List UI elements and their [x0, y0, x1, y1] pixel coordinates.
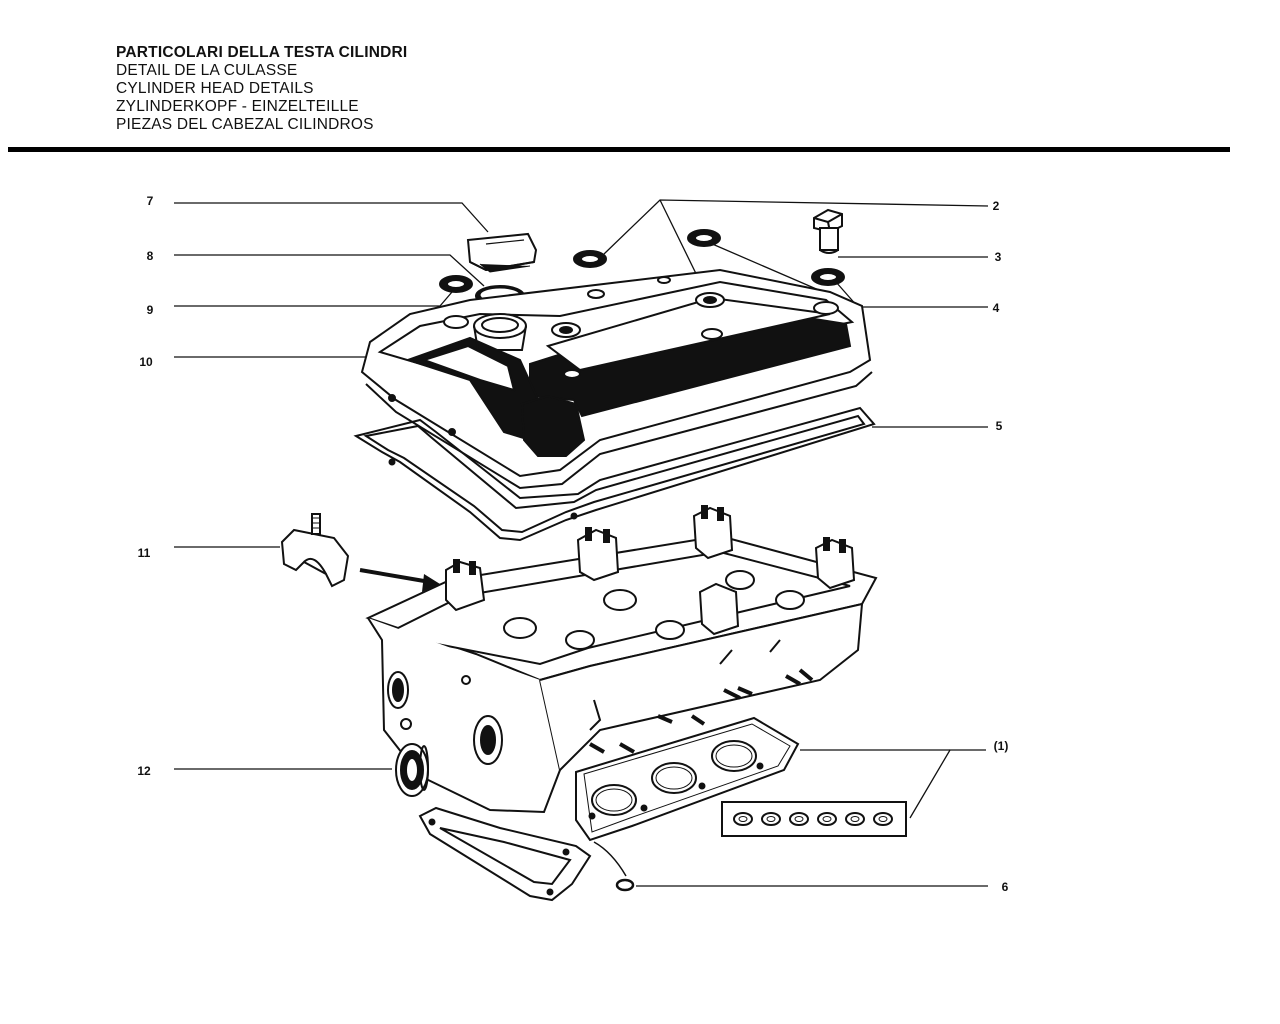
- callout-12: 12: [137, 764, 151, 778]
- callout-5: 5: [996, 419, 1003, 433]
- title-german: ZYLINDERKOPF - EINZELTEILLE: [116, 98, 359, 115]
- cap-nut: [813, 208, 843, 254]
- callout-6: 6: [1002, 880, 1009, 894]
- callout-7: 7: [147, 194, 154, 208]
- callout-4: 4: [993, 301, 1000, 315]
- callout-9: 9: [147, 303, 154, 317]
- leader-1: [909, 749, 986, 819]
- washer-4b: [811, 268, 845, 286]
- title-block: PARTICOLARI DELLA TESTA CILINDRI DETAIL …: [116, 44, 407, 134]
- camshaft-cover: [360, 268, 873, 490]
- timing-cover-gasket: [418, 806, 592, 902]
- seal-kit-box: [721, 801, 907, 837]
- callout-8: 8: [147, 249, 154, 263]
- bearing-cap: [280, 513, 350, 588]
- oil-filler-cap: [466, 232, 538, 273]
- title-french: DETAIL DE LA CULASSE: [116, 62, 298, 79]
- cylinder-head: [365, 505, 878, 814]
- oil-seal: [395, 743, 429, 797]
- title-spanish: PIEZAS DEL CABEZAL CILINDROS: [116, 116, 374, 133]
- title-english: CYLINDER HEAD DETAILS: [116, 80, 314, 97]
- leader-9: [174, 291, 453, 307]
- callout-11: 11: [138, 546, 151, 560]
- direction-arrow: [359, 568, 440, 592]
- washers: [439, 229, 845, 293]
- leader-8: [174, 254, 485, 287]
- callout-2: 2: [993, 199, 1000, 213]
- washer-2: [573, 250, 607, 268]
- o-ring: [593, 841, 635, 892]
- leader-2a: [603, 199, 989, 255]
- header-rule: [8, 147, 1230, 152]
- head-gasket: [575, 716, 800, 842]
- washer-4a: [687, 229, 721, 247]
- callout-3: 3: [995, 250, 1002, 264]
- callout-labels: 7 8 9 10 11 12 2 3 4 5 (1) 6: [137, 194, 1008, 894]
- leader-7: [174, 202, 489, 233]
- title-italian: PARTICOLARI DELLA TESTA CILINDRI: [116, 44, 408, 61]
- washer-9: [439, 275, 473, 293]
- cover-gasket: [353, 406, 876, 542]
- callout-1: (1): [994, 739, 1009, 753]
- callout-10: 10: [139, 355, 153, 369]
